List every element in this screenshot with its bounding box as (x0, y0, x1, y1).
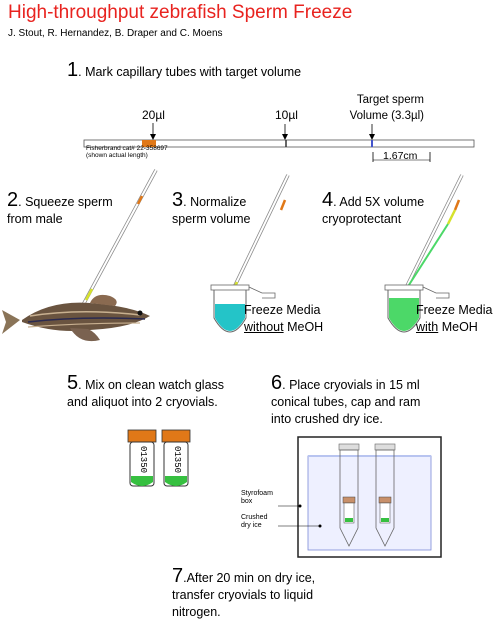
step-3-media-rest: MeOH (283, 320, 324, 334)
step-2-line-2: from male (7, 212, 63, 226)
step-1-text: . Mark capillary tubes with target volum… (78, 65, 302, 79)
step-6: 6. Place cryovials in 15 ml conical tube… (271, 372, 421, 428)
vial-label-1: 01350 (138, 446, 148, 474)
styrofoam-label-1: Styrofoam (241, 490, 273, 497)
styrofoam-label: Styrofoam box (241, 490, 273, 506)
styrofoam-label-2: box (241, 498, 253, 505)
step-4-line-1: . Add 5X volume (333, 195, 425, 209)
step-3-line-1: . Normalize (183, 195, 247, 209)
step-4-number: 4 (322, 189, 334, 211)
step-3-media-emph: without (244, 320, 284, 334)
authors: J. Stout, R. Hernandez, B. Draper and C.… (8, 28, 223, 39)
step-3-tube (210, 174, 290, 333)
step-5-line-1: . Mix on clean watch glass (78, 378, 225, 392)
mark-10-label: 10µl (275, 108, 298, 122)
step-4-tube (384, 174, 464, 333)
mark-20-label: 20µl (142, 108, 165, 122)
capillary-info: Fisherbrand cat# 22-358697 (shown actual… (86, 145, 168, 159)
dry-ice-label-1: Crushed (241, 514, 268, 521)
step-3-number: 3 (172, 189, 184, 211)
step-2: 2. Squeeze sperm from male (7, 189, 113, 228)
target-volume-label: Target sperm Volume (3.3µl) (332, 92, 424, 124)
step-7-line-2: transfer cryovials to liquid (172, 588, 314, 602)
step-1: 1. Mark capillary tubes with target volu… (67, 59, 302, 81)
step-1-number: 1 (67, 59, 79, 81)
step-7-number: 7 (172, 565, 184, 587)
step-3-media-label: Freeze Media without MeOH (244, 302, 323, 336)
step-2-line-1: . Squeeze sperm (18, 195, 113, 209)
page-title: High-throughput zebrafish Sperm Freeze (8, 2, 353, 23)
dry-ice-label-2: dry ice (241, 522, 262, 529)
step-5-number: 5 (67, 372, 79, 394)
step-4: 4. Add 5X volume cryoprotectant (322, 189, 425, 228)
capillary-tube (83, 123, 475, 162)
step-3: 3. Normalize sperm volume (172, 189, 251, 228)
step-4-media-label: Freeze Media with MeOH (416, 302, 492, 336)
step-4-media-emph: with (416, 320, 439, 334)
step-4-media-line-1: Freeze Media (416, 303, 493, 317)
capillary-length-note: (shown actual length) (86, 152, 148, 159)
fish-with-capillary (2, 169, 158, 342)
step-6-line-3: into crushed dry ice. (271, 412, 383, 426)
step-6-number: 6 (271, 372, 283, 394)
step-5-line-2: and aliquot into 2 cryovials. (67, 395, 218, 409)
vial-label-2: 01350 (172, 446, 182, 474)
capillary-cat-label: Fisherbrand cat# 22-358697 (86, 145, 168, 152)
step-3-media-line-1: Freeze Media (244, 303, 321, 317)
cryovials (127, 429, 191, 487)
step-7-line-1: .After 20 min on dry ice, (183, 571, 316, 585)
step-6-line-1: . Place cryovials in 15 ml (282, 378, 420, 392)
step-3-line-2: sperm volume (172, 212, 251, 226)
target-line-2: Volume (3.3µl) (349, 110, 424, 122)
step-7: 7.After 20 min on dry ice, transfer cryo… (172, 565, 316, 621)
step-7-line-3: nitrogen. (172, 605, 221, 619)
scale-label: 1.67cm (383, 150, 418, 162)
dry-ice-label: Crushed dry ice (241, 514, 267, 530)
step-6-line-2: conical tubes, cap and ram (271, 395, 421, 409)
target-line-1: Target sperm (356, 94, 424, 106)
step-2-number: 2 (7, 189, 19, 211)
styrofoam-box (278, 436, 442, 558)
step-5: 5. Mix on clean watch glass and aliquot … (67, 372, 225, 411)
step-4-line-2: cryoprotectant (322, 212, 402, 226)
step-4-media-rest: MeOH (438, 320, 478, 334)
